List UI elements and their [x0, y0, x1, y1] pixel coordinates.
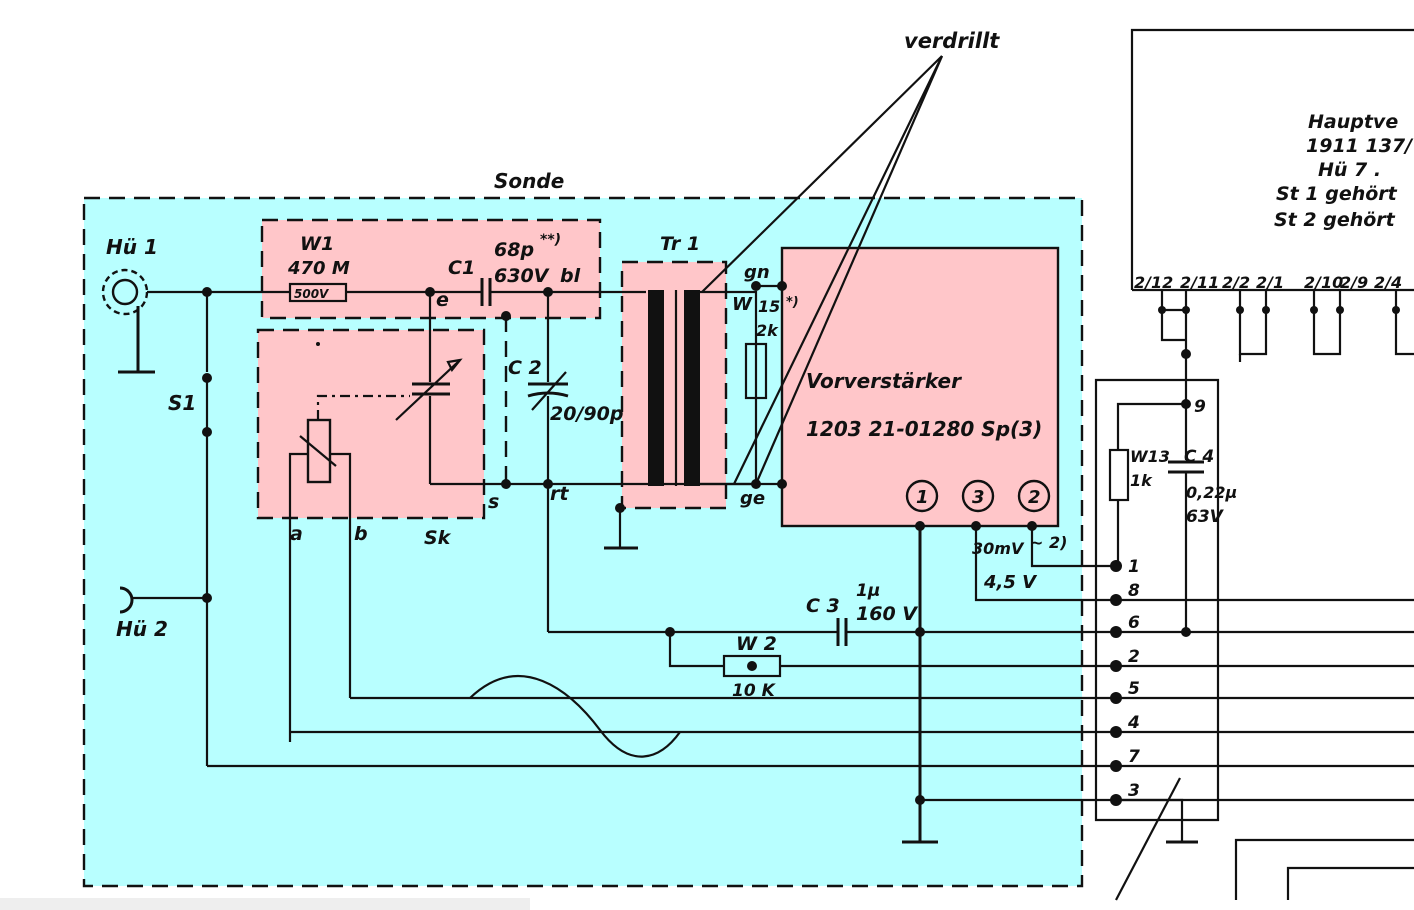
- c3-voltage: 160 V: [856, 603, 918, 625]
- preamp-part: 1203 21-01280 Sp(3): [806, 417, 1042, 441]
- sk-label: Sk: [424, 527, 452, 549]
- main-board-line-2: Hü 7 .: [1318, 159, 1381, 181]
- preamp-pin-2-label: 2: [1028, 487, 1041, 508]
- twisted-pair-curve: [469, 675, 681, 758]
- main-pin-6: 2/4: [1374, 273, 1402, 292]
- hu1-label: Hü 1: [106, 235, 158, 259]
- w1-value: 470 M: [287, 258, 350, 279]
- signal-ac: ~ 2): [1030, 533, 1067, 552]
- r15-label: 15: [758, 297, 780, 316]
- c1-voltage: 630V: [494, 265, 550, 287]
- c4-voltage: 63V: [1186, 507, 1225, 527]
- sonde-label: Sonde: [494, 169, 564, 193]
- tr1-label: Tr 1: [660, 233, 700, 255]
- rt-terminal-label: rt: [550, 483, 569, 505]
- s-terminal-label: s: [488, 491, 499, 513]
- w13-resistor: [1108, 448, 1130, 502]
- main-board-outline: [1130, 28, 1414, 290]
- gn-label: gn: [744, 262, 770, 283]
- a-terminal-label: a: [290, 523, 303, 545]
- sk-module-border: [256, 328, 486, 520]
- r-note: *): [786, 295, 799, 310]
- w1-c1-module-border: [260, 218, 602, 320]
- c4-value: 0,22µ: [1186, 483, 1237, 502]
- c2-name: C 2: [508, 357, 542, 379]
- verdrillt-label: verdrillt: [904, 29, 1000, 53]
- c4-name: C 4: [1184, 447, 1214, 467]
- signal-30mv: 30mV: [972, 539, 1025, 558]
- cable-pin-5: 4: [1127, 713, 1140, 733]
- cable-pin-6: 7: [1128, 747, 1140, 767]
- cable-pin-0: 1: [1128, 557, 1140, 577]
- main-board-line-4: St 2 gehört: [1274, 209, 1396, 231]
- hu1-socket-inner: [111, 278, 139, 306]
- preamp-pin-3: [961, 479, 995, 513]
- hu2-label: Hü 2: [116, 617, 168, 641]
- w1-rating: 500V: [294, 287, 330, 301]
- c1-value: 68p: [494, 239, 534, 261]
- probe-border: [82, 196, 1084, 888]
- w13-name: W13: [1130, 447, 1170, 466]
- b-terminal-label: b: [354, 523, 368, 545]
- tr1-module-border: [620, 260, 728, 510]
- cable-pin-1: 8: [1128, 581, 1140, 601]
- sk-element: [306, 418, 332, 484]
- preamp-title: Vorverstärker: [806, 369, 962, 393]
- e-label: e: [436, 289, 449, 311]
- cable-pin-7: 3: [1128, 781, 1140, 801]
- c3-name: C 3: [806, 595, 840, 617]
- sk-module-area: [258, 330, 484, 518]
- tr1-module-area: [622, 262, 726, 508]
- preamp-pin-1-label: 1: [916, 487, 929, 508]
- ge-label: ge: [740, 488, 765, 509]
- w-label: W: [732, 294, 753, 315]
- c1-note: **): [540, 232, 561, 248]
- main-pin-5: 2/9: [1340, 273, 1368, 292]
- main-board-line-0: Hauptve: [1308, 111, 1398, 133]
- preamp-pin-2: [1017, 479, 1051, 513]
- cable-pin-3: 2: [1128, 647, 1140, 667]
- lower-right-frame: [1234, 838, 1414, 900]
- terminal-9-label: 9: [1194, 397, 1206, 417]
- r15-resistor: [744, 342, 768, 400]
- bottom-white-strip: [0, 898, 530, 910]
- preamp-pin-1: [905, 479, 939, 513]
- voltage-45: 4,5 V: [983, 572, 1038, 593]
- c3-value: 1µ: [856, 581, 880, 601]
- connector-block-outline: [1094, 378, 1220, 822]
- sk-trimmer-arrow: [395, 359, 461, 421]
- main-pin-3: 2/1: [1256, 273, 1284, 292]
- tr1-winding-left: [648, 290, 664, 486]
- main-pin-0: 2/12: [1134, 273, 1173, 292]
- main-board-line-1: 1911 137/: [1306, 135, 1414, 157]
- preamp-pin-3-label: 3: [972, 487, 985, 508]
- w2-name: W 2: [736, 633, 777, 655]
- s1-label: S1: [168, 391, 196, 415]
- w13-value: 1k: [1130, 471, 1153, 490]
- main-pin-4: 2/10: [1304, 273, 1343, 292]
- c1-name: C1: [448, 257, 475, 279]
- w1-name: W1: [300, 233, 334, 255]
- cable-pin-2: 6: [1128, 613, 1140, 633]
- r2k-label: 2k: [756, 321, 779, 340]
- main-pin-1: 2/11: [1180, 273, 1219, 292]
- c2-value: 20/90p: [550, 403, 623, 425]
- w2-value: 10 K: [732, 681, 777, 701]
- hu2-socket: [119, 586, 134, 614]
- tr1-winding-right: [684, 290, 700, 486]
- lower-right-frame-2: [1286, 866, 1414, 900]
- main-board-line-3: St 1 gehört: [1276, 183, 1398, 205]
- bl-label: bl: [560, 265, 581, 287]
- cable-pin-4: 5: [1128, 679, 1140, 699]
- main-pin-2: 2/2: [1222, 273, 1250, 292]
